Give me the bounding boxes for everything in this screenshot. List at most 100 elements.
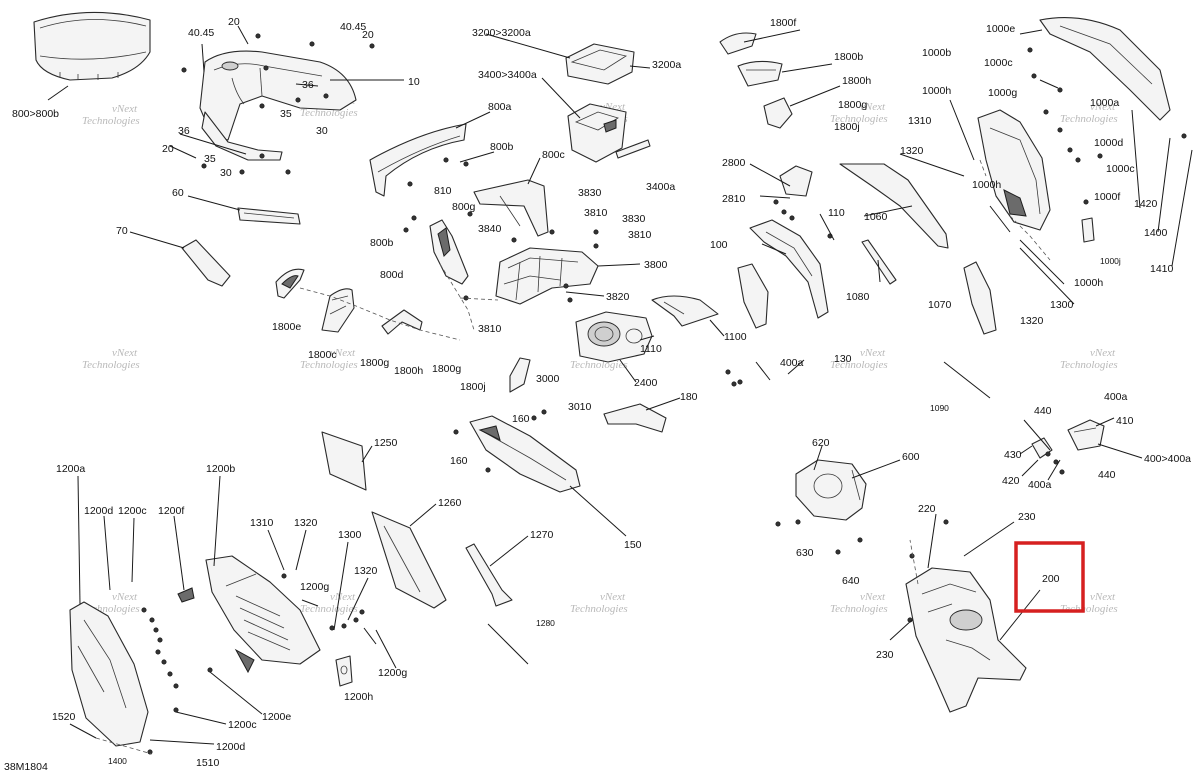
callout-40-45[interactable]: 40.45 (340, 21, 366, 33)
callout-10[interactable]: 10 (408, 76, 420, 88)
callout-110[interactable]: 110 (828, 207, 845, 219)
part-clip-180[interactable] (603, 403, 667, 433)
part-console-200[interactable] (905, 567, 1027, 713)
callout-1270[interactable]: 1270 (530, 529, 554, 541)
callout-1090[interactable]: 1090 (930, 403, 949, 413)
callout-440[interactable]: 440 (1098, 469, 1116, 481)
part-panel-1200a[interactable] (69, 601, 149, 747)
part-panel-1260[interactable] (371, 511, 447, 609)
part-side-panel-150[interactable] (469, 415, 581, 493)
part-clip-1200f[interactable] (177, 587, 195, 603)
callout-1200f[interactable]: 1200f (158, 505, 184, 517)
callout-1800g[interactable]: 1800g (360, 357, 389, 369)
callout-1000c[interactable]: 1000c (984, 57, 1013, 69)
callout-1800j[interactable]: 1800j (460, 381, 486, 393)
callout-400a[interactable]: 400a (780, 357, 804, 369)
part-panel-1250[interactable] (321, 431, 367, 491)
part-frame-3800[interactable] (495, 247, 599, 305)
part-strap-3400a[interactable] (615, 139, 651, 159)
callout-1110[interactable]: 1110 (640, 343, 662, 355)
callout-150[interactable]: 150 (624, 539, 642, 551)
callout-1200g[interactable]: 1200g (300, 581, 329, 593)
part-bracket-800c[interactable] (473, 179, 549, 237)
callout-800g[interactable]: 800g (452, 201, 476, 213)
callout-1800j[interactable]: 1800j (834, 121, 860, 133)
part-bracket-1200h[interactable] (335, 655, 353, 687)
callout-1800g[interactable]: 1800g (838, 99, 867, 111)
callout-1800f[interactable]: 1800f (770, 17, 796, 29)
callout-1320[interactable]: 1320 (354, 565, 378, 577)
callout-1200d[interactable]: 1200d (216, 741, 245, 753)
callout-2810[interactable]: 2810 (722, 193, 746, 205)
part-panel-800a[interactable] (369, 123, 467, 197)
callout-3000[interactable]: 3000 (536, 373, 560, 385)
callout-3830[interactable]: 3830 (622, 213, 646, 225)
callout-3400a[interactable]: 3400a (646, 181, 675, 193)
callout-180[interactable]: 180 (680, 391, 698, 403)
part-headlamp-1800c[interactable] (321, 288, 355, 333)
callout-160[interactable]: 160 (450, 455, 468, 467)
callout-600[interactable]: 600 (902, 451, 920, 463)
callout-1000b[interactable]: 1000b (922, 47, 951, 59)
callout-1800h[interactable]: 1800h (394, 365, 423, 377)
callout-800d[interactable]: 800d (380, 269, 404, 281)
callout-1800e[interactable]: 1800e (272, 321, 301, 333)
part-bracket-1100[interactable] (651, 295, 719, 327)
callout-1000g[interactable]: 1000g (988, 87, 1017, 99)
callout-230[interactable]: 230 (1018, 511, 1036, 523)
part-panel-1200b[interactable] (205, 555, 321, 674)
callout-1200c[interactable]: 1200c (228, 719, 257, 731)
callout-1260[interactable]: 1260 (438, 497, 462, 509)
callout-1800h[interactable]: 1800h (842, 75, 871, 87)
part-panel-800d[interactable] (429, 219, 469, 285)
callout-60[interactable]: 60 (172, 187, 184, 199)
callout-40-45[interactable]: 40.45 (188, 27, 214, 39)
callout-3840[interactable]: 3840 (478, 223, 502, 235)
part-bracket-410[interactable] (1067, 419, 1105, 451)
callout-2400[interactable]: 2400 (634, 377, 658, 389)
part-hood-10[interactable] (199, 50, 357, 141)
callout-1310[interactable]: 1310 (250, 517, 274, 529)
callout-400a[interactable]: 400a (1104, 391, 1128, 403)
callout-1000d[interactable]: 1000d (1094, 137, 1123, 149)
callout-1300[interactable]: 1300 (1050, 299, 1074, 311)
callout-1400[interactable]: 1400 (1144, 227, 1168, 239)
callout-3010[interactable]: 3010 (568, 401, 592, 413)
callout-1000h[interactable]: 1000h (972, 179, 1001, 191)
part-rod-1080[interactable] (861, 239, 897, 285)
callout-640[interactable]: 640 (842, 575, 860, 587)
part-cowl-30[interactable] (201, 111, 283, 161)
callout-1060[interactable]: 1060 (864, 211, 888, 223)
callout-440[interactable]: 440 (1034, 405, 1052, 417)
callout-1200b[interactable]: 1200b (206, 463, 235, 475)
callout-1200a[interactable]: 1200a (56, 463, 85, 475)
callout-3200a[interactable]: 3200a (652, 59, 681, 71)
part-bracket-1800h[interactable] (763, 97, 793, 129)
callout-1000a[interactable]: 1000a (1090, 97, 1119, 109)
part-bracket-1800g[interactable] (381, 309, 423, 335)
part-tray-3200[interactable] (565, 43, 635, 85)
callout-800a[interactable]: 800a (488, 101, 512, 113)
callout-1200h[interactable]: 1200h (344, 691, 373, 703)
callout-410[interactable]: 410 (1116, 415, 1134, 427)
part-piece-1070[interactable] (963, 261, 997, 335)
part-light-1800e[interactable] (275, 268, 305, 299)
callout-3400-3400a[interactable]: 3400>3400a (478, 69, 537, 81)
part-strip-1270[interactable] (465, 543, 513, 607)
callout-1410[interactable]: 1410 (1150, 263, 1174, 275)
part-rod-1280[interactable] (487, 623, 529, 665)
callout-220[interactable]: 220 (918, 503, 936, 515)
callout-2800[interactable]: 2800 (722, 157, 746, 169)
part-bracket-1000j[interactable] (1081, 217, 1095, 243)
callout-430[interactable]: 430 (1004, 449, 1022, 461)
part-cover-3000[interactable] (509, 357, 531, 393)
callout-130[interactable]: 130 (834, 353, 852, 365)
part-dash-600[interactable] (795, 459, 867, 521)
callout-3200-3200a[interactable]: 3200>3200a (472, 27, 531, 39)
callout-20[interactable]: 20 (162, 143, 174, 155)
part-trim-60[interactable] (237, 207, 301, 225)
callout-36[interactable]: 36 (178, 125, 190, 137)
callout-1310[interactable]: 1310 (908, 115, 932, 127)
callout-1000j[interactable]: 1000j (1100, 256, 1121, 266)
callout-400a[interactable]: 400a (1028, 479, 1052, 491)
